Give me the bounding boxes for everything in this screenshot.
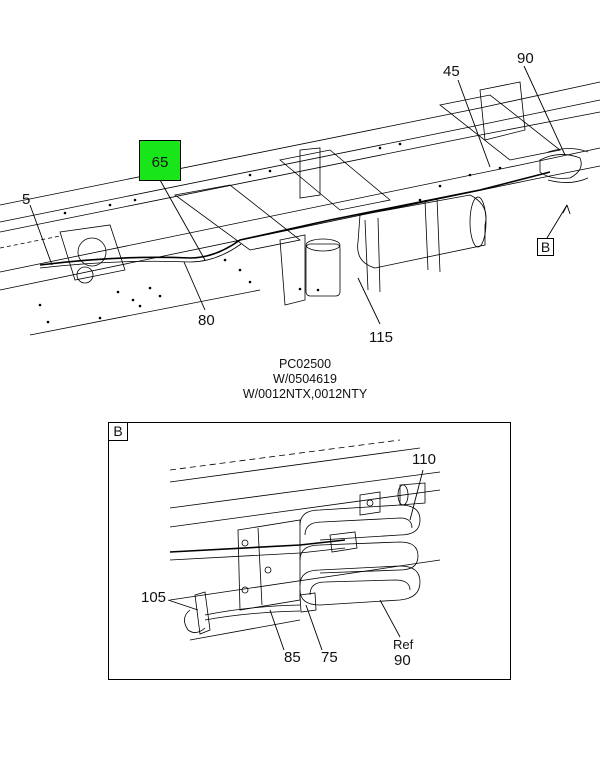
callout-85: 85 <box>284 649 301 666</box>
detail-b-frame <box>108 422 511 680</box>
callout-5: 5 <box>22 191 31 208</box>
callout-80: 80 <box>198 312 215 329</box>
view-b-marker: B <box>537 238 554 256</box>
caption-line-1: PC02500 <box>278 357 332 371</box>
callout-75: 75 <box>321 649 338 666</box>
callout-115: 115 <box>369 329 393 346</box>
detail-b-tag: B <box>108 422 128 441</box>
callout-90: 90 <box>517 50 534 67</box>
figure-caption: PC02500 W/0504619 W/0012NTX,0012NTY <box>0 357 610 402</box>
callout-ref-word: Ref <box>393 637 414 652</box>
callout-45: 45 <box>443 63 460 80</box>
callout-110: 110 <box>412 451 436 468</box>
caption-line-2: W/0504619 <box>273 372 337 386</box>
caption-line-3: W/0012NTX,0012NTY <box>242 387 368 401</box>
callout-65-highlight: 65 <box>139 140 181 181</box>
callout-ref-90: 90 <box>394 652 411 669</box>
callout-105: 105 <box>141 589 167 606</box>
callout-65: 65 <box>151 154 169 171</box>
